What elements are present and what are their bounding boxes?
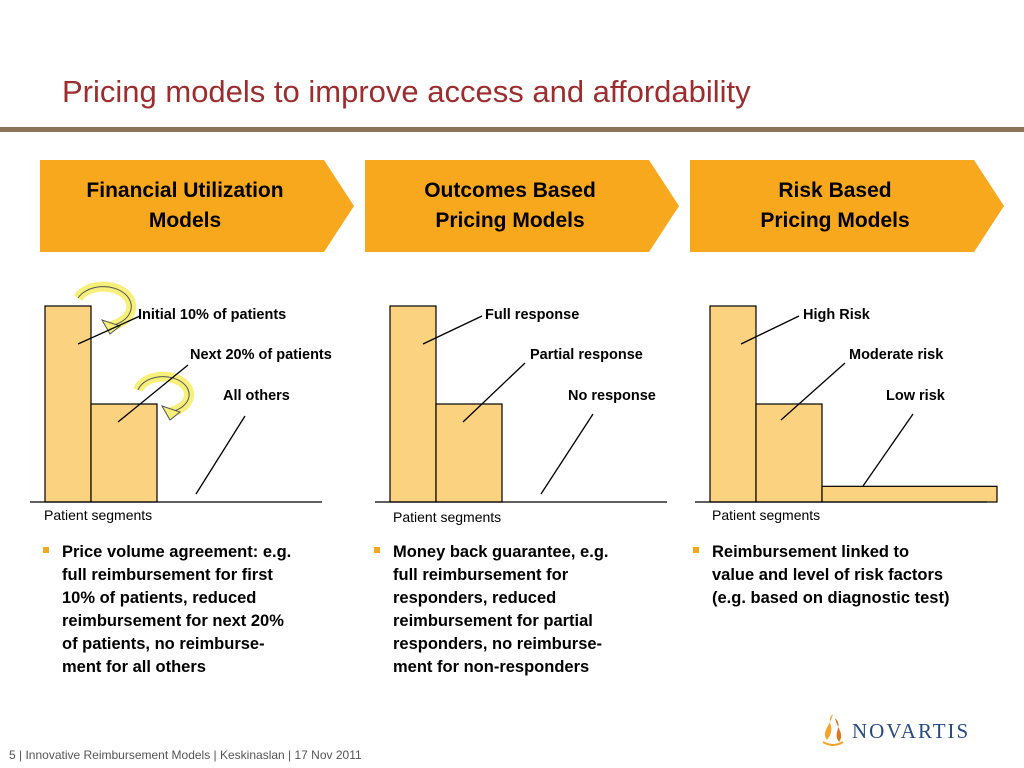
chart-svg <box>30 281 322 503</box>
segment-arrow <box>462 362 526 423</box>
chevron-shape <box>690 160 1004 252</box>
bar-1 <box>44 305 92 503</box>
chevron-shape <box>365 160 679 252</box>
bar-1 <box>389 305 437 503</box>
circular-arrow-head-icon <box>160 405 182 421</box>
bar-2 <box>435 403 503 503</box>
segment-label: Partial response <box>530 347 643 363</box>
title-divider <box>0 127 1024 132</box>
bar-3 <box>821 485 998 503</box>
segment-arrow <box>540 413 594 495</box>
segment-arrow <box>195 415 246 495</box>
segment-label: Initial 10% of patients <box>138 307 287 323</box>
segment-arrow <box>77 315 141 345</box>
slide-title: Pricing models to improve access and aff… <box>62 74 751 109</box>
chevron-label: Financial Utilization Models <box>86 179 284 232</box>
flame-icon <box>822 714 844 746</box>
segment-label: All others <box>223 388 290 404</box>
segment-arrow <box>780 362 846 421</box>
bullet-icon <box>43 547 49 553</box>
segment-label: Moderate risk <box>849 347 944 363</box>
bar-1 <box>709 305 757 503</box>
bullet-icon <box>693 547 699 553</box>
chevron-financial-utilization: Financial Utilization Models <box>40 160 356 252</box>
segment-label: No response <box>568 388 656 404</box>
chart-risk-based: High Risk Moderate risk Low risk Patient… <box>695 290 1024 530</box>
logo-wordmark: NOVARTIS <box>852 719 971 743</box>
segment-arrow <box>862 413 914 487</box>
axis-label: Patient segments <box>44 507 153 523</box>
segment-arrow <box>117 364 189 423</box>
axis-label: Patient segments <box>393 509 502 525</box>
novartis-logo: NOVARTIS <box>818 712 968 746</box>
chart-svg <box>375 305 667 503</box>
segment-label: High Risk <box>803 307 870 323</box>
segment-label: Full response <box>485 307 580 323</box>
segment-arrow <box>740 315 800 345</box>
bar-2 <box>755 403 823 503</box>
chevron-shape <box>40 160 354 252</box>
chevron-outcomes-based: Outcomes Based Pricing Models <box>365 160 681 252</box>
chevron-risk-based: Risk Based Pricing Models <box>690 160 1006 252</box>
chart-svg <box>695 305 998 503</box>
segment-label: Next 20% of patients <box>190 347 332 363</box>
bullet-text: Reimbursement linked to value and level … <box>712 543 950 607</box>
chart-outcomes-based: Full response Partial response No respon… <box>375 290 705 530</box>
segment-label: Low risk <box>886 388 945 404</box>
bar-2 <box>90 403 158 503</box>
circular-arrow-head-icon <box>100 319 122 335</box>
axis-label: Patient segments <box>712 507 821 523</box>
bullet-text: Price volume agreement: e.g. full reimbu… <box>62 543 292 676</box>
bullet-text: Money back guarantee, e.g. full reimburs… <box>393 543 609 676</box>
footer-text: 5 | Innovative Reimbursement Models | Ke… <box>9 748 362 762</box>
chart-financial-utilization: Initial 10% of patients Next 20% of pati… <box>30 281 360 530</box>
chevron-label: Outcomes Based Pricing Models <box>424 179 596 232</box>
chevron-label: Risk Based Pricing Models <box>760 179 910 232</box>
segment-arrow <box>422 315 483 345</box>
bullet-icon <box>374 547 380 553</box>
